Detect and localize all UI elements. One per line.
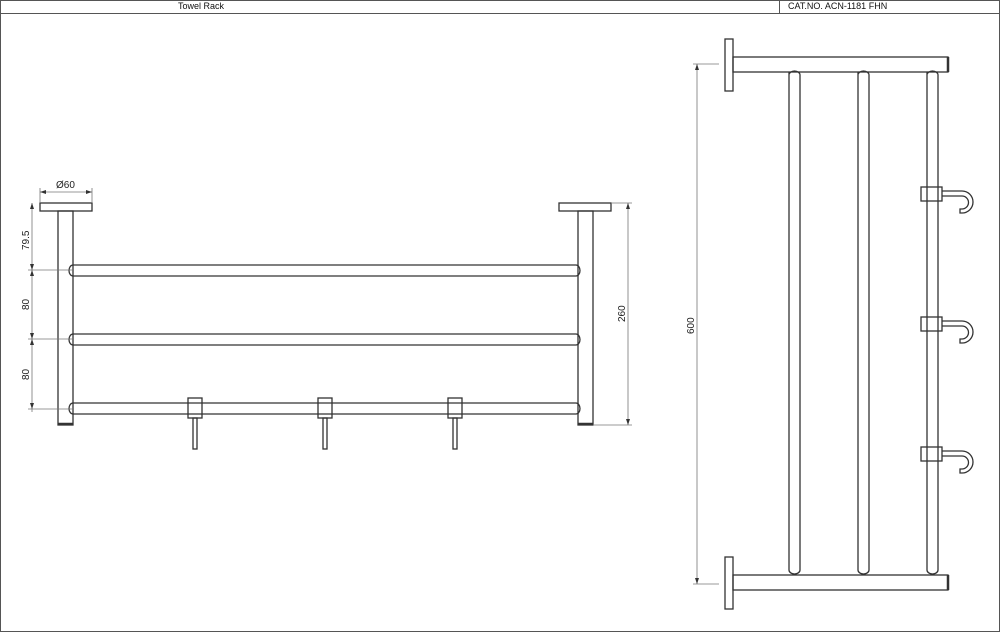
catalog-number: CAT.NO. ACN-1181 FHN	[788, 1, 888, 11]
right-wall-flange	[558, 202, 612, 212]
side-dimension-lines	[693, 63, 719, 585]
flange-diameter-label: Ø60	[56, 180, 75, 191]
side-top-arm	[732, 56, 949, 73]
front-bar-2	[68, 333, 581, 346]
front-bar-3	[68, 402, 581, 415]
bar-spacing-1-label: 80	[21, 298, 32, 310]
top-offset-label: 79.5	[21, 230, 32, 250]
length-label: 600	[686, 317, 697, 334]
front-hook-3	[447, 397, 463, 450]
side-hook-1	[920, 186, 974, 214]
front-dimension-lines	[28, 188, 632, 426]
side-bottom-arm	[732, 574, 949, 591]
side-bottom-flange	[724, 556, 734, 610]
drawing-title: Towel Rack	[178, 1, 225, 11]
bar-spacing-2-label: 80	[21, 368, 32, 380]
front-hook-2	[317, 397, 333, 450]
total-height-label: 260	[617, 305, 628, 322]
side-dimension-arrows	[695, 64, 699, 584]
front-hook-1	[187, 397, 203, 450]
front-view	[39, 202, 612, 450]
side-bar-2	[857, 70, 870, 575]
left-post	[57, 210, 74, 426]
front-dimension-arrows	[30, 190, 630, 425]
right-post	[577, 210, 594, 426]
side-top-flange	[724, 38, 734, 92]
title-block: Towel Rack CAT.NO. ACN-1181 FHN	[0, 0, 1000, 14]
front-bar-1	[68, 264, 581, 277]
side-bar-1	[788, 70, 801, 575]
title-cell: Towel Rack	[0, 0, 780, 13]
left-wall-flange	[39, 202, 93, 212]
side-bar-3	[926, 70, 939, 575]
side-view	[724, 38, 974, 610]
catalog-cell: CAT.NO. ACN-1181 FHN	[780, 0, 1000, 13]
side-hook-3	[920, 446, 974, 474]
side-hook-2	[920, 316, 974, 344]
